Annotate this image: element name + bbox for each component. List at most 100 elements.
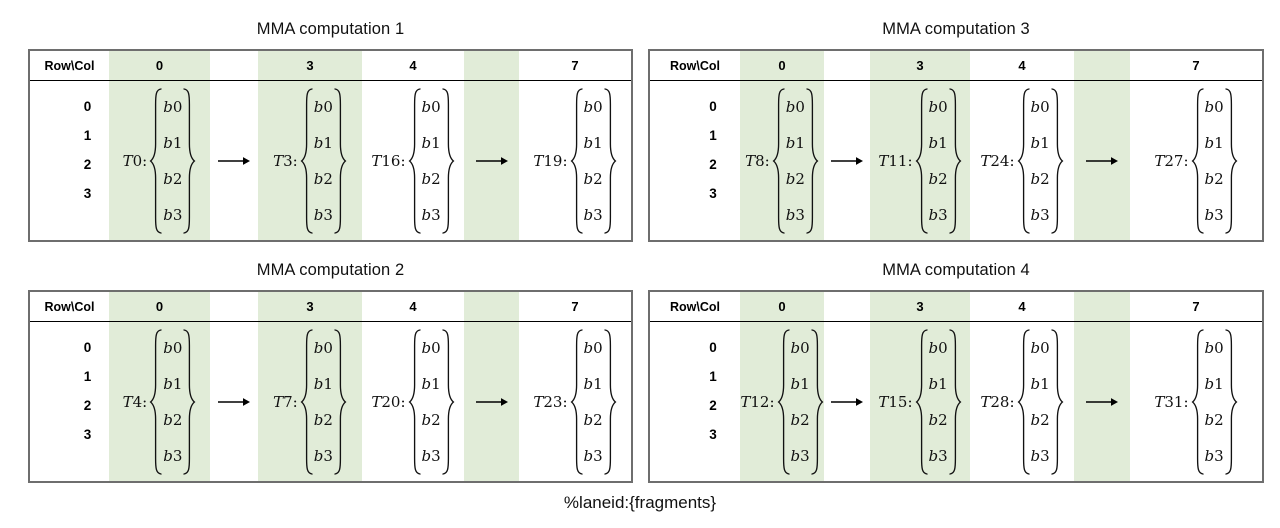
brace-right-icon [810,328,824,475]
brace-right-icon [1050,328,1064,475]
gap-header-cell [824,292,870,322]
col-header-cell: 0 [740,51,824,81]
gap-column [210,292,258,481]
brace-left-icon [1191,87,1204,234]
col-header-cell: 4 [970,51,1074,81]
brace-right-icon [334,87,347,234]
gap-header-cell [210,292,258,322]
brace-right-icon [603,328,617,475]
rowcol-header-cell: Row\Col [650,51,740,81]
col-header-cell: 4 [970,292,1074,322]
thread-label: T27: [1154,151,1189,170]
arrow-right-icon [475,397,508,406]
gap-header-cell [464,51,519,81]
arrow-right-icon [218,156,250,165]
arrow [217,155,251,167]
brace-right-icon [441,328,455,475]
row-label: 1 [83,369,92,384]
column-body [824,322,870,481]
brace-right-icon [1224,87,1238,234]
thread-label: T15: [878,392,913,411]
panel-title: MMA computation 4 [882,261,1030,279]
thread-label: T7: [273,392,298,411]
arrow [830,396,864,408]
row-label: 2 [709,157,717,172]
brace-left-icon [570,87,583,234]
highlight-gap-column [1074,292,1130,481]
brace-left-icon [149,328,162,475]
col-header-cell: 7 [519,51,631,81]
col-header-cell: 4 [362,292,464,322]
thread-label: T8: [745,151,770,170]
caption: %laneid:{fragments} [563,493,717,512]
arrow [1085,396,1119,408]
gap-header-cell [464,292,519,322]
highlight-gap-column [464,292,519,481]
row-label: 2 [709,398,717,413]
gap-header-cell [1074,292,1130,322]
thread-label: T12: [740,392,775,411]
row-label: 0 [709,99,717,114]
brace-left-icon [1191,328,1204,475]
column-body [210,81,258,240]
panel-title: MMA computation 1 [256,20,405,38]
brace-left-icon [915,328,928,475]
row-label: 1 [83,128,92,143]
